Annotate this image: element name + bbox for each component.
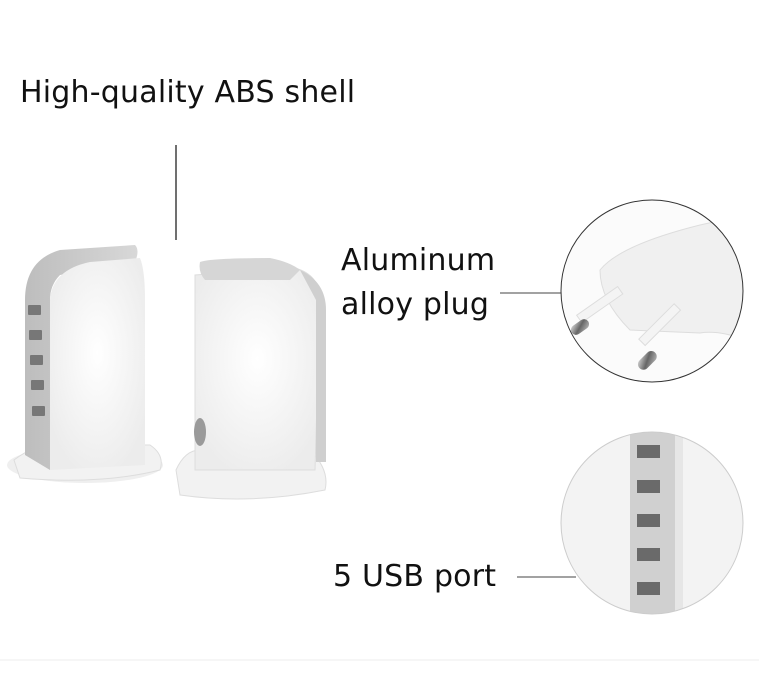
charger-back-view [175,258,327,500]
charger-front-view [7,245,163,483]
plug-detail-circle [561,200,743,382]
plug-label-line1: Aluminum [341,243,496,278]
usb-detail-circle [561,432,743,614]
usb-ports-front [28,305,45,416]
usb-ports-detail [637,445,660,595]
usb-label: 5 USB port [333,559,497,594]
plug-label-line2: alloy plug [341,287,490,322]
shell-label: High-quality ABS shell [20,75,356,110]
